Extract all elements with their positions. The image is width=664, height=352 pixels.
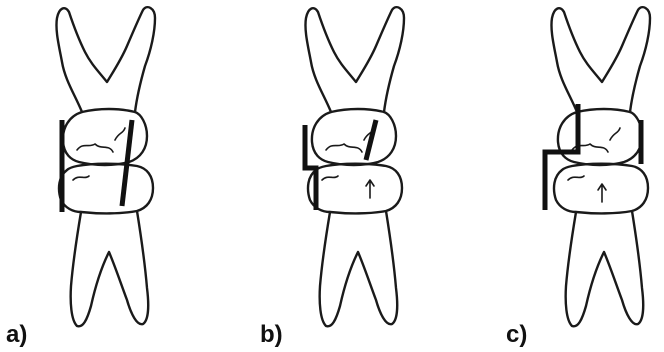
arrow-c-icon <box>598 184 606 202</box>
panel-a: a) <box>6 7 155 348</box>
tooth-pair-b <box>305 7 404 326</box>
panel-b: b) <box>260 7 404 348</box>
tooth-pair-c <box>551 7 650 326</box>
guide-bar-b-axis <box>366 120 376 160</box>
panel-label-b: b) <box>260 321 283 348</box>
tooth-pair-a <box>56 7 155 326</box>
panel-c: c) <box>506 7 650 348</box>
guide-bar-b-step <box>305 125 316 210</box>
arrow-b-icon <box>366 180 374 198</box>
panel-label-c: c) <box>506 321 527 348</box>
panel-label-a: a) <box>6 321 27 348</box>
guide-bar-c-step <box>545 104 578 210</box>
